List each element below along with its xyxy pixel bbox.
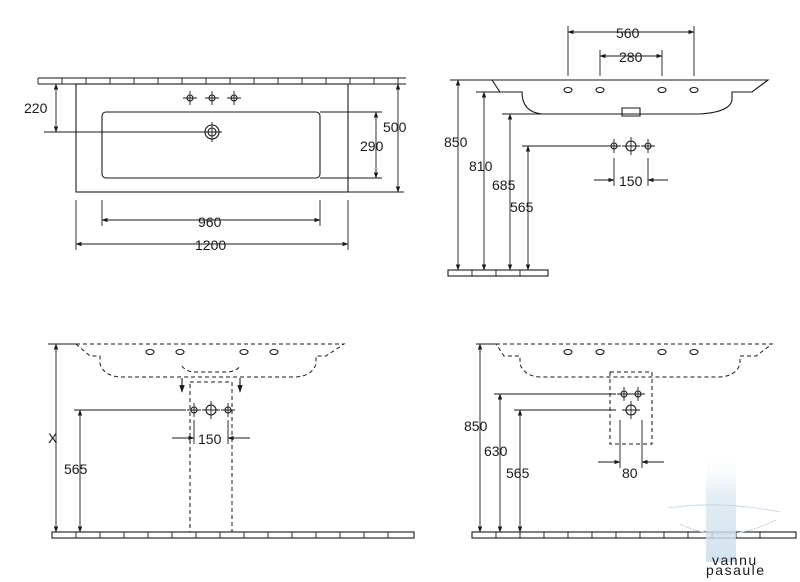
side-view-top: 560 280 850 810 685 565: [444, 25, 770, 277]
supply-valve-icon: [187, 403, 201, 417]
hole-icon: [269, 348, 279, 356]
drain-connection-icon: [622, 401, 640, 419]
hole-icon: [595, 86, 605, 94]
supply-valve-icon: [617, 387, 631, 401]
tap-hole-icon: [205, 91, 219, 105]
hole-icon: [657, 348, 667, 356]
supply-connections: [187, 401, 235, 419]
dim-565-label: 565: [506, 465, 530, 481]
dim-565-label: 565: [64, 461, 88, 477]
dim-850-label: 850: [444, 134, 468, 150]
dim-960-label: 960: [198, 214, 222, 230]
floor-line: [471, 531, 797, 539]
supply-valve-icon: [607, 139, 621, 153]
watermark-line1: vannu: [712, 552, 758, 568]
hole-icon: [563, 86, 573, 94]
hole-icon: [595, 348, 605, 356]
cabinet-dashed: [609, 371, 653, 445]
drain-connection-icon: [202, 401, 220, 419]
hole-icon: [145, 348, 155, 356]
dim-850-label: 850: [464, 418, 488, 434]
dim-290-label: 290: [360, 138, 384, 154]
dim-150-label: 150: [619, 173, 643, 189]
hole-icon: [239, 348, 249, 356]
dim-810-label: 810: [469, 158, 493, 174]
basin-profile: [490, 79, 770, 115]
wall-tiles: [37, 78, 406, 85]
top-holes: [563, 86, 699, 94]
dim-150-label: 150: [198, 431, 222, 447]
dim-560-label: 560: [616, 25, 640, 41]
dim-565-label: 565: [510, 199, 534, 215]
holes-dashed: [563, 348, 699, 356]
tap-hole-icon: [183, 91, 197, 105]
dim-80-label: 80: [622, 465, 638, 481]
side-view-bottom: 850 630 565 80: [464, 343, 797, 539]
overflow-outline: [621, 107, 641, 117]
bowl-outline: [101, 111, 321, 179]
dim-220-label: 220: [24, 100, 48, 116]
supply-connections: [617, 387, 645, 419]
watermark-bar: [706, 452, 736, 562]
supply-connections: [607, 137, 655, 155]
dim-x-label: X: [48, 430, 58, 446]
watermark-line2: pasaule: [706, 562, 766, 578]
dim-280-label: 280: [619, 49, 643, 65]
dim-630-label: 630: [484, 443, 508, 459]
basin-dashed-outline: [495, 343, 774, 378]
holes-dashed: [145, 348, 279, 356]
tap-holes: [183, 91, 241, 105]
drain-connection-icon: [622, 137, 640, 155]
hole-icon: [175, 348, 185, 356]
hole-icon: [689, 348, 699, 356]
plan-view: 220 500 290 960 1200: [24, 77, 407, 253]
hole-icon: [657, 86, 667, 94]
hole-icon: [563, 348, 573, 356]
dim-685-label: 685: [492, 177, 516, 193]
supply-valve-icon: [221, 403, 235, 417]
hole-icon: [689, 86, 699, 94]
dim-1200-label: 1200: [195, 237, 226, 253]
basin-dashed-outline: [74, 343, 346, 378]
floor-line: [447, 269, 549, 277]
siphon-top: [181, 365, 241, 373]
tap-hole-icon: [227, 91, 241, 105]
front-view-bottom: X 565 150: [48, 343, 415, 539]
dim-500-label: 500: [383, 119, 407, 135]
watermark-logo: vannu pasaule: [667, 452, 781, 578]
supply-valve-icon: [631, 387, 645, 401]
supply-valve-icon: [641, 139, 655, 153]
floor-line: [51, 531, 415, 539]
